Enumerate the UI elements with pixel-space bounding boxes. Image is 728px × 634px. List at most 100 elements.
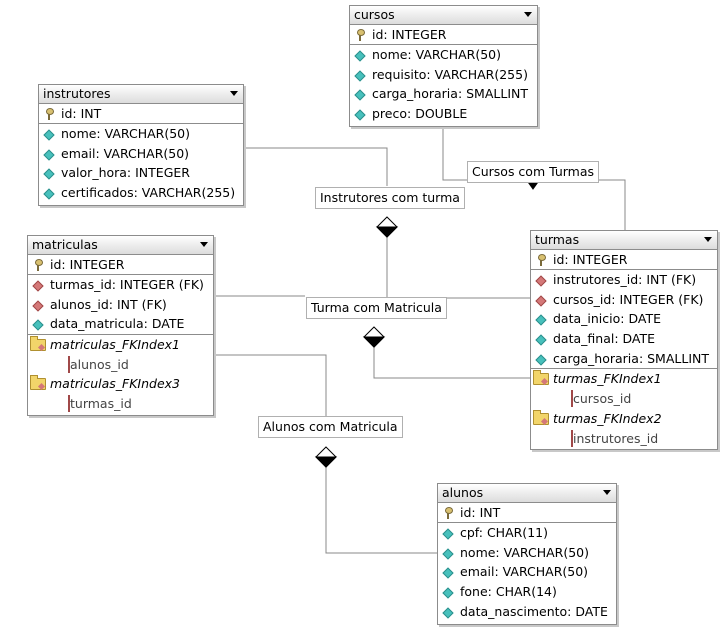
pk-column: id: INTEGER xyxy=(28,255,213,275)
index-column-text: cursos_id xyxy=(573,391,632,407)
table-cursos[interactable]: cursos id: INTEGER nome: VARCHAR(50) req… xyxy=(349,5,538,127)
relationship-label-turma-matricula[interactable]: Turma com Matricula xyxy=(306,297,447,319)
link-alunos-matriculas-2 xyxy=(325,466,437,554)
table-header[interactable]: cursos xyxy=(350,6,537,25)
column-icon xyxy=(43,149,55,161)
column-text: email: VARCHAR(50) xyxy=(460,564,589,580)
key-icon xyxy=(45,108,54,120)
relationship-label-cursos-turmas[interactable]: Cursos com Turmas xyxy=(467,161,600,183)
table-name: matriculas xyxy=(32,237,98,252)
column-icon xyxy=(43,188,55,200)
link-alunos-matriculas xyxy=(214,354,327,416)
column-text: alunos_id: INT (FK) xyxy=(50,296,167,312)
column: carga_horaria: SMALLINT xyxy=(531,349,717,369)
column: valor_hora: INTEGER xyxy=(39,163,243,183)
index-name: turmas_FKIndex2 xyxy=(553,410,662,426)
column: nome: VARCHAR(50) xyxy=(350,45,537,65)
table-header[interactable]: matriculas xyxy=(28,236,213,255)
column-text: id: INTEGER xyxy=(50,257,125,272)
column-icon xyxy=(32,319,44,332)
column: nome: VARCHAR(50) xyxy=(438,543,616,563)
table-name: cursos xyxy=(354,7,395,22)
table-header[interactable]: instrutores xyxy=(39,85,243,104)
fk-column: instrutores_id: INT (FK) xyxy=(531,270,717,290)
chevron-down-icon[interactable] xyxy=(704,237,712,242)
table-instrutores[interactable]: instrutores id: INT nome: VARCHAR(50) em… xyxy=(38,84,244,206)
chevron-down-icon[interactable] xyxy=(230,91,238,96)
chevron-down-icon[interactable] xyxy=(524,12,532,17)
relationship-label-alunos-matricula[interactable]: Alunos com Matricula xyxy=(258,416,403,438)
key-icon xyxy=(537,254,546,266)
column-text: data_matricula: DATE xyxy=(50,316,185,332)
column-text: carga_horaria: SMALLINT xyxy=(372,86,528,102)
table-header[interactable]: turmas xyxy=(531,231,717,250)
index-name: matriculas_FKIndex3 xyxy=(50,376,181,392)
column-icon xyxy=(43,129,55,141)
column-icon xyxy=(442,548,454,560)
index: turmas_FKIndex2 xyxy=(531,409,717,429)
column-text: carga_horaria: SMALLINT xyxy=(553,350,709,366)
table-name: turmas xyxy=(535,232,580,247)
pk-column: id: INT xyxy=(438,503,616,523)
column-icon xyxy=(442,587,454,599)
fk-column: cursos_id: INTEGER (FK) xyxy=(531,290,717,310)
column: nome: VARCHAR(50) xyxy=(39,124,243,144)
column-text: data_inicio: DATE xyxy=(553,311,661,327)
fk-column: alunos_id: INT (FK) xyxy=(28,295,213,315)
index-name: turmas_FKIndex1 xyxy=(553,371,662,387)
fk-icon xyxy=(32,280,44,292)
column: data_final: DATE xyxy=(531,329,717,349)
column-icon xyxy=(43,168,55,181)
link-instrutores-turmas xyxy=(245,147,388,186)
relationship-label-instrutores-turma[interactable]: Instrutores com turma xyxy=(315,187,465,209)
column: data_nascimento: DATE xyxy=(438,602,616,622)
column-icon xyxy=(535,314,547,327)
index-column-text: instrutores_id xyxy=(573,430,659,446)
chevron-down-icon[interactable] xyxy=(200,242,208,247)
index-column: instrutores_id xyxy=(531,429,717,449)
table-turmas[interactable]: turmas id: INTEGER instrutores_id: INT (… xyxy=(530,230,718,450)
column-text: valor_hora: INTEGER xyxy=(61,165,190,181)
index-name: matriculas_FKIndex1 xyxy=(50,337,181,353)
index-folder-icon xyxy=(30,336,46,352)
column: carga_horaria: SMALLINT xyxy=(350,84,537,104)
diamond-alunos-matricula-fill xyxy=(314,456,338,468)
table-name: alunos xyxy=(442,485,484,500)
index-folder-icon xyxy=(533,409,549,425)
column-text: turmas_id: INTEGER (FK) xyxy=(50,277,204,292)
link-instrutores-turmas-2 xyxy=(386,235,530,299)
column-icon xyxy=(354,89,366,102)
column-text: cpf: CHAR(11) xyxy=(460,525,548,540)
table-name: instrutores xyxy=(43,86,111,101)
column-text: id: INT xyxy=(61,106,102,121)
pk-column: id: INTEGER xyxy=(531,250,717,270)
column-icon xyxy=(354,50,366,62)
column-text: cursos_id: INTEGER (FK) xyxy=(553,291,704,307)
column-icon xyxy=(535,354,547,366)
column-icon xyxy=(535,334,547,346)
index-column: alunos_id xyxy=(28,355,213,375)
column-text: nome: VARCHAR(50) xyxy=(372,47,502,62)
column-text: preco: DOUBLE xyxy=(372,106,468,122)
column-text: fone: CHAR(14) xyxy=(460,584,557,600)
table-matriculas[interactable]: matriculas id: INTEGER turmas_id: INTEGE… xyxy=(27,235,214,416)
link-turma-matricula-2 xyxy=(373,346,530,379)
table-header[interactable]: alunos xyxy=(438,484,616,503)
marker-cursos-turmas xyxy=(527,181,539,190)
column-icon xyxy=(354,109,366,121)
column: preco: DOUBLE xyxy=(350,104,537,124)
fk-column: turmas_id: INTEGER (FK) xyxy=(28,275,213,295)
column: data_inicio: DATE xyxy=(531,309,717,329)
table-alunos[interactable]: alunos id: INT cpf: CHAR(11) nome: VARCH… xyxy=(437,483,617,625)
chevron-down-icon[interactable] xyxy=(603,490,611,495)
column: email: VARCHAR(50) xyxy=(438,562,616,582)
index: turmas_FKIndex1 xyxy=(531,369,717,389)
column: cpf: CHAR(11) xyxy=(438,523,616,543)
diamond-turma-matricula-fill xyxy=(362,336,386,348)
pk-column: id: INTEGER xyxy=(350,25,537,45)
key-icon xyxy=(34,259,43,271)
column-icon xyxy=(442,607,454,619)
column: certificados: VARCHAR(255) xyxy=(39,183,243,203)
fk-icon xyxy=(535,275,547,287)
